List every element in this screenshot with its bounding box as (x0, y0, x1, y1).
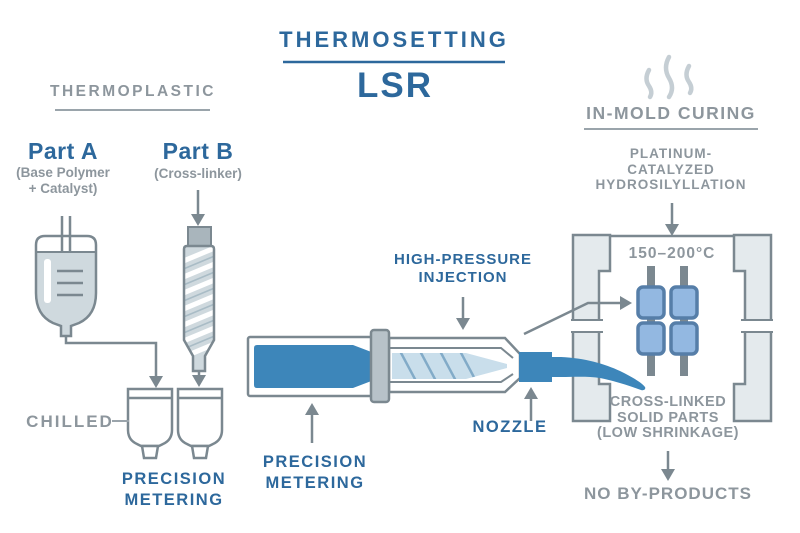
mold-temperature-label: 150–200°C (628, 245, 716, 262)
no-by-products-label: NO BY-PRODUCTS (584, 484, 752, 503)
precision-metering-left-label: PRECISION METERING (121, 470, 227, 509)
platinum-catalyzed-label: PLATINUM- CATALYZED HYDROSILYLLATION (595, 146, 747, 192)
cross-linked-parts-label: CROSS-LINKED SOLID PARTS (LOW SHRINKAGE) (596, 394, 740, 441)
nozzle-label: NOZZLE (472, 418, 548, 436)
metering-container-icons (126, 387, 224, 460)
part-a-label: Part A (28, 138, 98, 164)
heat-steam-icon (644, 54, 694, 100)
part-a-description: (Base Polymer + Catalyst) (16, 165, 110, 196)
page-title: THERMOSETTING (279, 27, 509, 52)
high-pressure-injection-label: HIGH-PRESSURE INJECTION (393, 251, 533, 286)
part-b-description: (Cross-linker) (154, 166, 242, 181)
flow-arrows (64, 190, 679, 481)
injection-barrel-screw-icon (246, 328, 646, 404)
part-b-label: Part B (162, 138, 234, 164)
static-mixer-cartridge-icon (182, 226, 216, 373)
chilled-label: CHILLED (26, 412, 114, 431)
nozzle-stream (519, 352, 646, 391)
page-title-main: LSR (357, 66, 433, 105)
cured-parts-icon (636, 266, 699, 376)
liquid-drum-icon (34, 216, 98, 338)
thermoplastic-heading: THERMOPLASTIC (50, 83, 216, 100)
in-mold-curing-heading: IN-MOLD CURING (586, 103, 756, 123)
precision-metering-center-label: PRECISION METERING (262, 453, 368, 492)
